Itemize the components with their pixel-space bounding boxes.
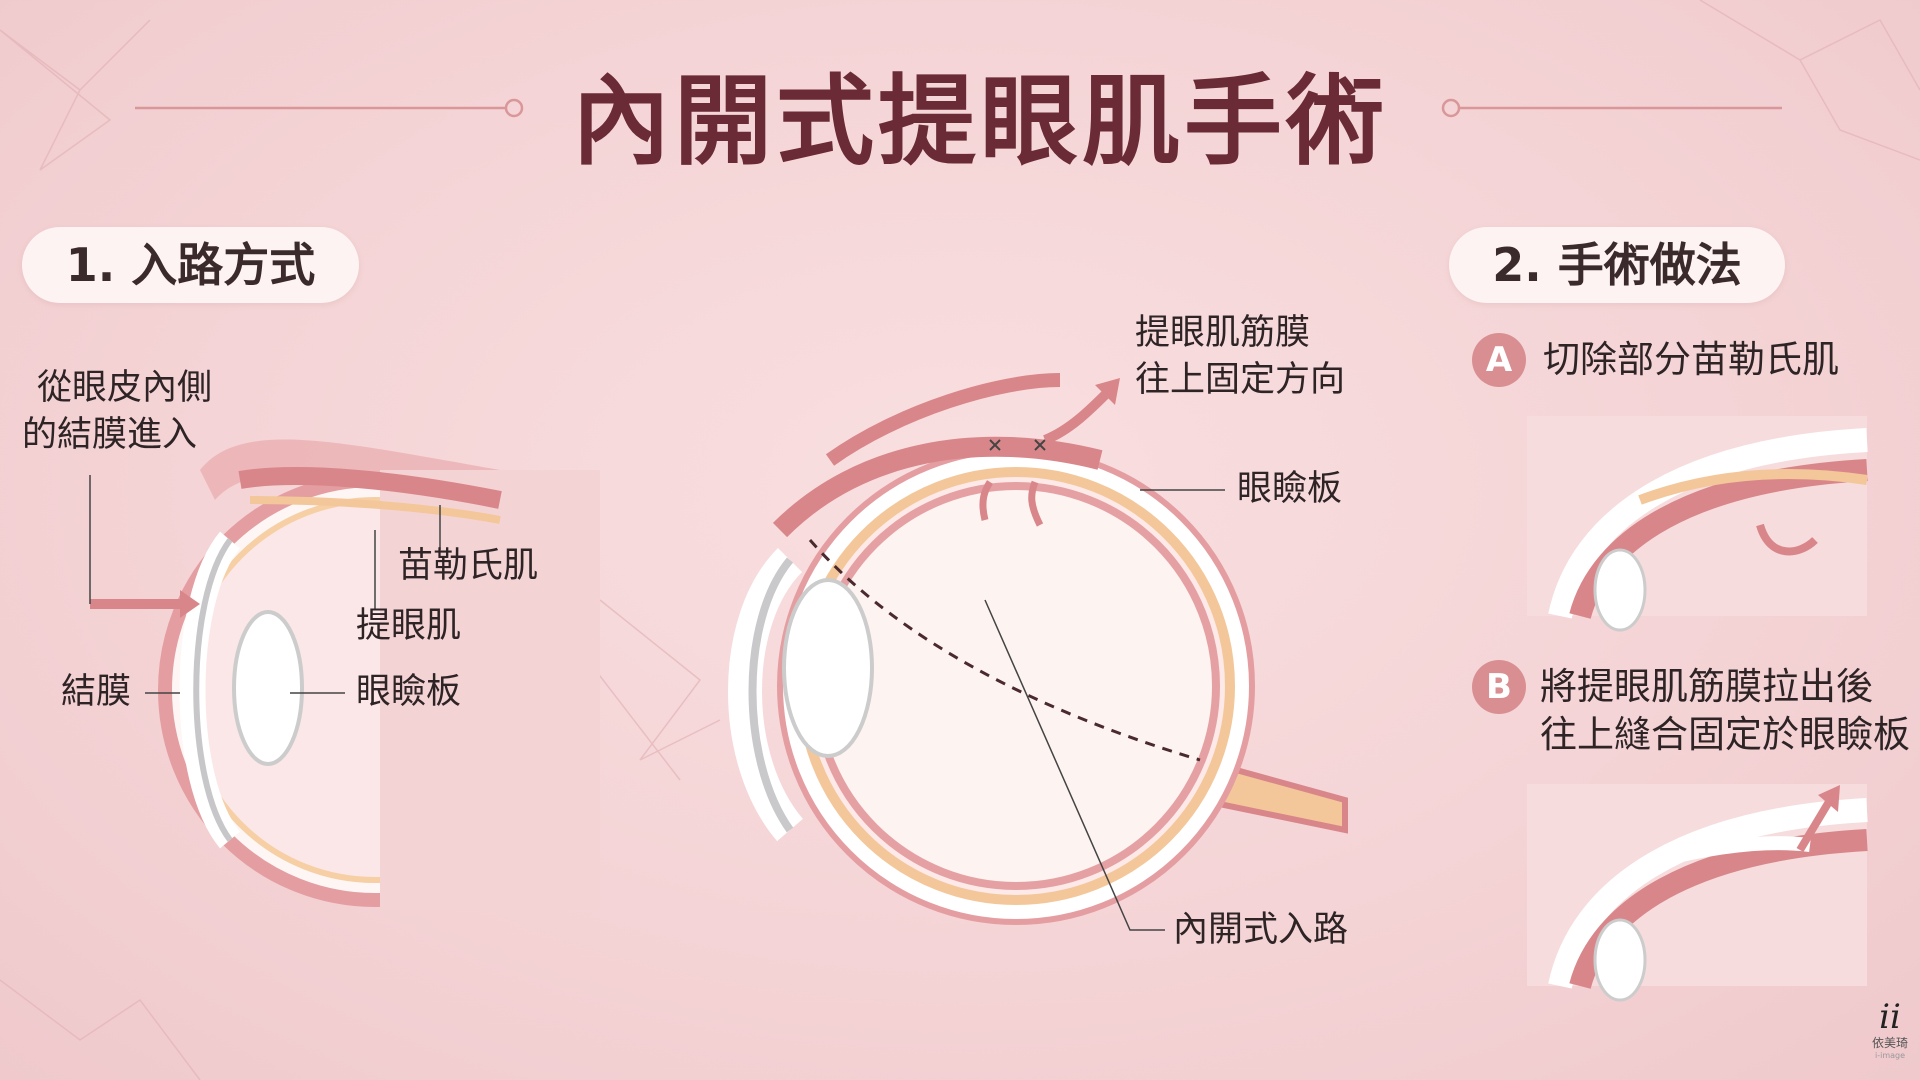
label-muller-muscle: 苗勒氏肌 xyxy=(398,546,539,586)
label-aponeurosis-line1: 提眼肌筋膜 xyxy=(1135,313,1311,353)
panel-b-diagram xyxy=(1527,784,1868,1002)
label-conjunctiva: 結膜 xyxy=(61,672,132,712)
logo-mark: ii xyxy=(1879,997,1901,1037)
step-b-text-line2: 往上縫合固定於眼瞼板 xyxy=(1540,713,1910,756)
step-b-badge: B xyxy=(1472,660,1526,714)
step-b-text-line1: 將提眼肌筋膜拉出後 xyxy=(1540,665,1873,708)
logo-sub: i-image xyxy=(1874,1051,1906,1060)
label-entry-line2: 的結膜進入 xyxy=(22,415,198,455)
label-tarsus-left: 眼瞼板 xyxy=(356,672,462,712)
page-title: 內開式提眼肌手術 xyxy=(571,65,1388,179)
brand-logo: ii 依美琦 i-image xyxy=(1860,1000,1920,1060)
title-decoration xyxy=(135,98,1782,118)
label-entry-line1: 從眼皮內側 xyxy=(37,368,213,408)
left-eye-diagram xyxy=(89,439,600,910)
step-a-text: 切除部分苗勒氏肌 xyxy=(1543,338,1839,381)
center-eye-diagram xyxy=(728,373,1348,931)
panel-a-diagram xyxy=(1527,416,1868,632)
label-levator: 提眼肌 xyxy=(356,606,462,646)
section2-heading: 2. 手術做法 xyxy=(1449,227,1785,303)
label-tarsus-center: 眼瞼板 xyxy=(1237,469,1343,509)
step-a-badge: A xyxy=(1472,333,1526,387)
label-aponeurosis-line2: 往上固定方向 xyxy=(1135,360,1346,400)
label-internal-approach: 內開式入路 xyxy=(1173,910,1349,950)
logo-name: 依美琦 xyxy=(1871,1036,1908,1050)
section1-heading: 1. 入路方式 xyxy=(22,227,359,303)
